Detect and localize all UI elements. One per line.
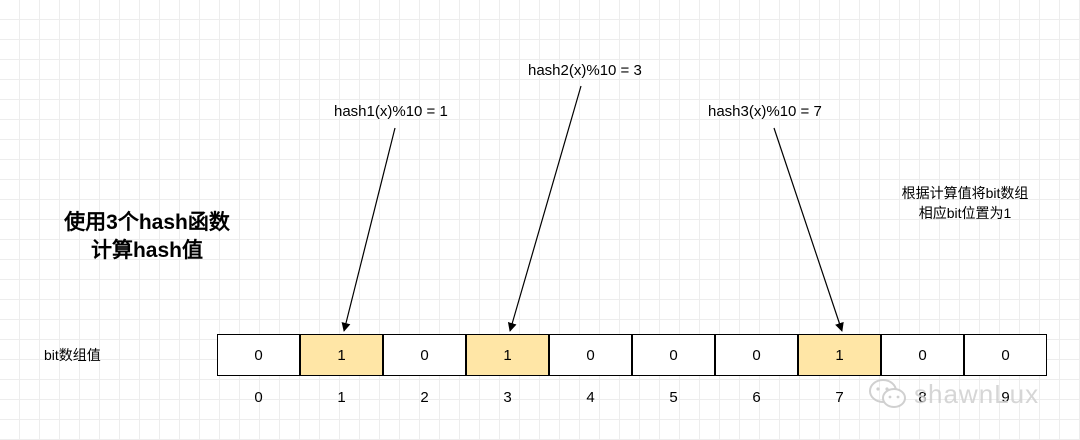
index-label-5: 5 bbox=[669, 389, 678, 406]
bit-cell-0: 0 bbox=[217, 334, 300, 376]
index-label-4: 4 bbox=[586, 389, 595, 406]
bit-cell-3: 1 bbox=[466, 334, 549, 376]
bit-cell-5: 0 bbox=[632, 334, 715, 376]
index-label-9: 9 bbox=[1001, 389, 1010, 406]
wechat-icon bbox=[869, 379, 906, 408]
index-label-2: 2 bbox=[420, 389, 429, 406]
bit-cell-4: 0 bbox=[549, 334, 632, 376]
arrow-hash2 bbox=[507, 85, 582, 332]
diagram-title: 使用3个hash函数 计算hash值 bbox=[27, 209, 267, 265]
bit-cell-2: 0 bbox=[383, 334, 466, 376]
bit-array-label: bit数组值 bbox=[44, 347, 101, 363]
hash2-formula: hash2(x)%10 = 3 bbox=[528, 62, 642, 79]
index-label-6: 6 bbox=[752, 389, 761, 406]
hash1-formula: hash1(x)%10 = 1 bbox=[334, 103, 448, 120]
bit-cell-6: 0 bbox=[715, 334, 798, 376]
index-label-8: 8 bbox=[918, 389, 927, 406]
watermark: shawnLux bbox=[868, 378, 1039, 410]
explanation-note: 根据计算值将bit数组 相应bit位置为1 bbox=[875, 183, 1055, 223]
arrow-hash1 bbox=[341, 127, 396, 332]
hash3-formula: hash3(x)%10 = 7 bbox=[708, 103, 822, 120]
arrow-hash3 bbox=[773, 127, 844, 332]
title-line-2: 计算hash值 bbox=[90, 239, 203, 262]
note-line-1: 根据计算值将bit数组 bbox=[901, 185, 1029, 201]
index-label-1: 1 bbox=[337, 389, 346, 406]
bit-cell-1: 1 bbox=[300, 334, 383, 376]
bit-cell-8: 0 bbox=[881, 334, 964, 376]
index-label-3: 3 bbox=[503, 389, 512, 406]
title-line-1: 使用3个hash函数 bbox=[64, 211, 230, 234]
bit-cell-7: 1 bbox=[798, 334, 881, 376]
index-label-7: 7 bbox=[835, 389, 844, 406]
watermark-text: shawnLux bbox=[914, 378, 1040, 409]
index-label-0: 0 bbox=[254, 389, 263, 406]
note-line-2: 相应bit位置为1 bbox=[918, 205, 1012, 221]
bit-cell-9: 0 bbox=[964, 334, 1047, 376]
